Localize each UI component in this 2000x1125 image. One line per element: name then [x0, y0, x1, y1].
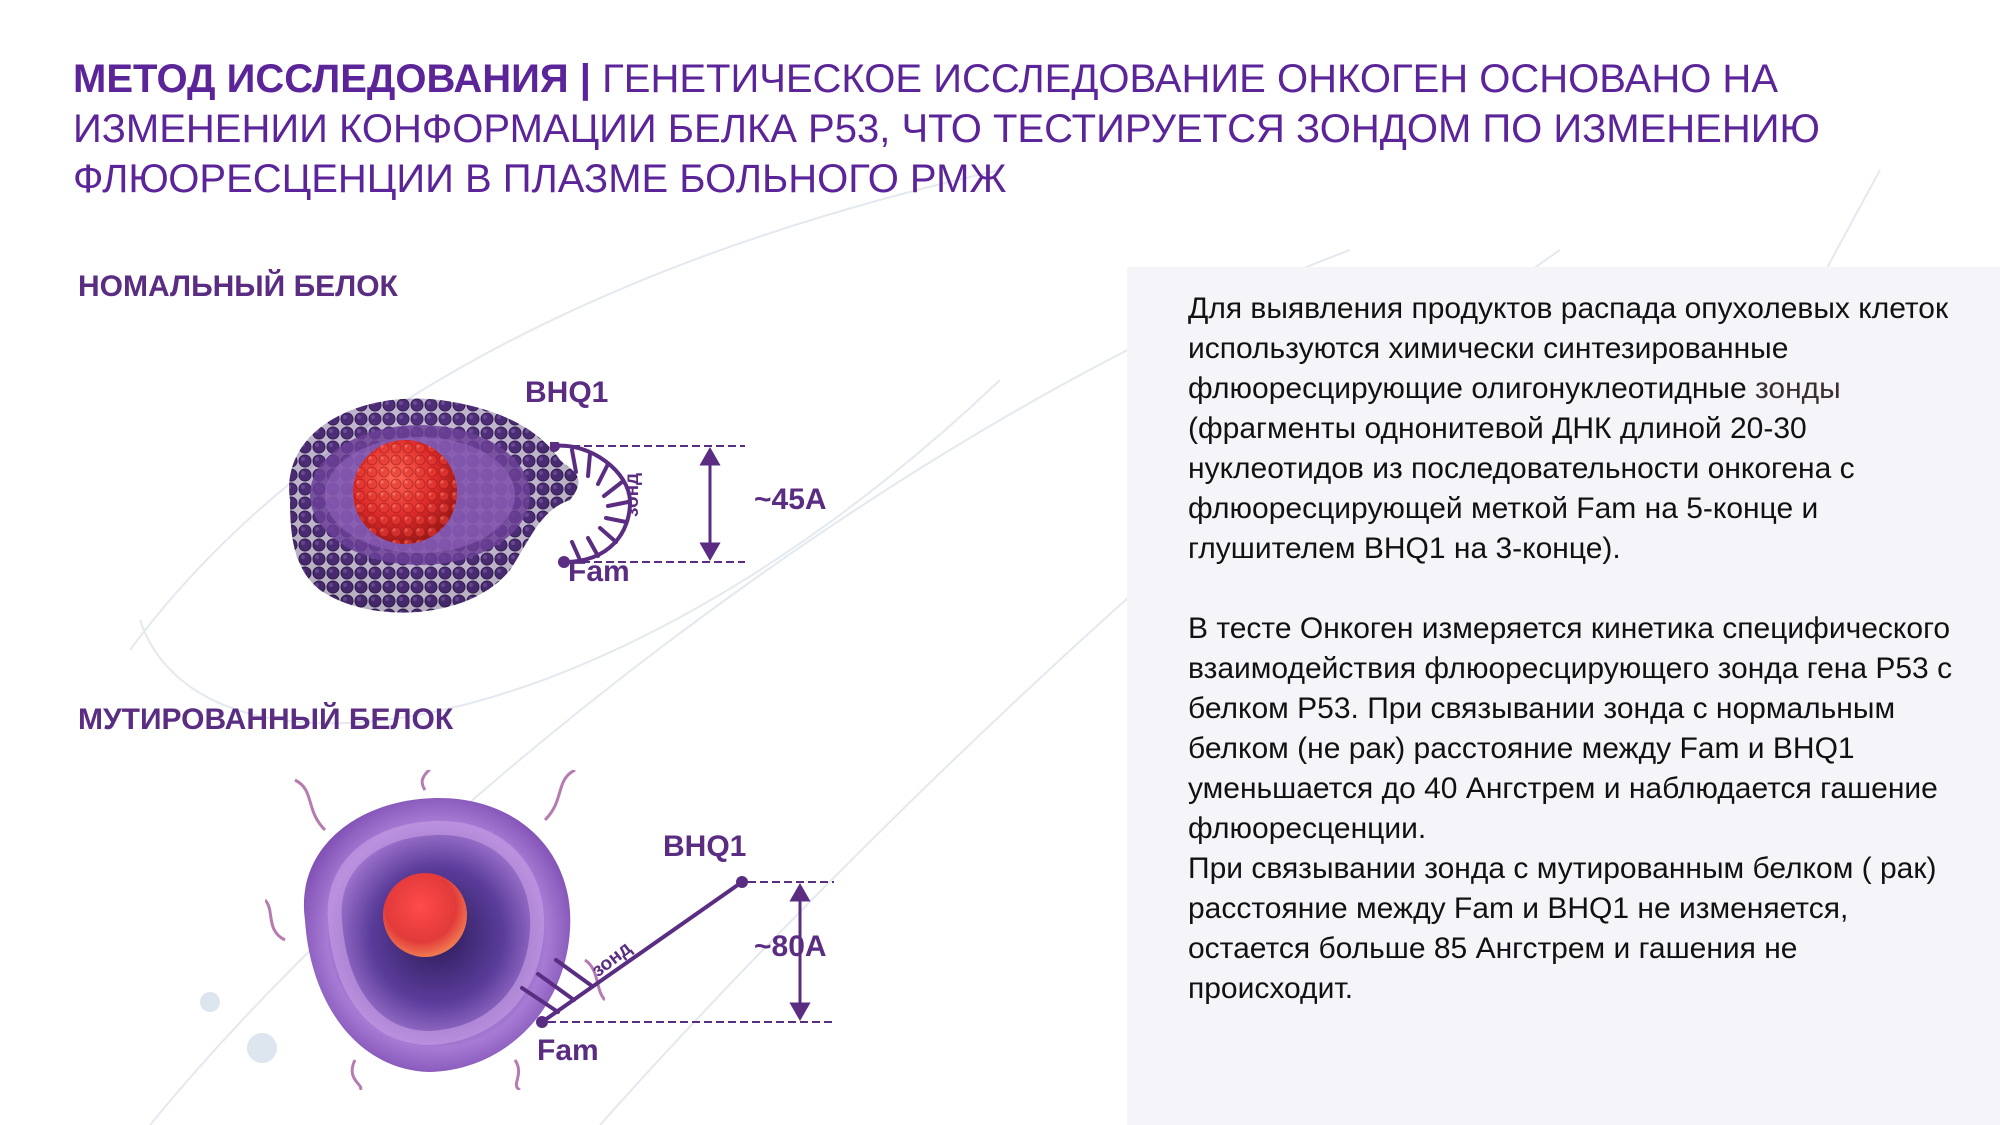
description-paragraph-2: В тесте Онкоген измеряется кинетика спец…: [1188, 612, 1953, 845]
page-title: МЕТОД ИССЛЕДОВАНИЯ | ГЕНЕТИЧЕСКОЕ ИССЛЕД…: [73, 54, 1953, 204]
mutant-probe-linear: [520, 876, 834, 1028]
normal-fluorophore-label: Fam: [568, 555, 630, 588]
decorative-dots: [200, 992, 277, 1063]
normal-protein-cell-illustration: [289, 398, 579, 613]
paragraph-1-text: Для выявления продуктов распада опухолев…: [1188, 292, 1949, 405]
description-text: Для выявления продуктов распада опухолев…: [1188, 289, 1968, 1009]
page-title-bold: МЕТОД ИССЛЕДОВАНИЯ |: [73, 57, 591, 101]
probes-term: зонды: [1754, 372, 1841, 405]
normal-protein-diagram: BHQ1 зонд ~45A Fam: [270, 370, 870, 630]
mutant-distance-label: ~80A: [754, 930, 827, 963]
mutant-fluorophore-label: Fam: [537, 1034, 599, 1067]
mutant-protein-label: МУТИРОВАННЫЙ БЕЛОК: [78, 703, 454, 736]
paragraph-spacer: [1188, 569, 1968, 609]
description-paragraph-1: Для выявления продуктов распада опухолев…: [1188, 289, 1968, 569]
normal-probe-label: зонд: [622, 472, 643, 517]
normal-distance-label: ~45A: [754, 483, 827, 516]
page-title-regular: ГЕНЕТИЧЕСКОЕ ИССЛЕДОВАНИЕ ОНКОГЕН ОСНОВА…: [73, 57, 1820, 201]
paragraph-1-text-continued: (фрагменты однонитевой ДНК длиной 20-30 …: [1188, 412, 1855, 565]
normal-probe-hairpin: [550, 442, 745, 568]
description-paragraph-3: При связывании зонда с мутированным белк…: [1188, 852, 1937, 1005]
normal-quencher-label: BHQ1: [525, 376, 609, 409]
description-panel: Для выявления продуктов распада опухолев…: [1127, 267, 2000, 1125]
mutant-protein-diagram: BHQ1 зонд ~80A Fam: [200, 770, 880, 1090]
mutant-quencher-label: BHQ1: [663, 830, 747, 863]
normal-protein-label: НОМАЛЬНЫЙ БЕЛОК: [78, 270, 398, 303]
mutant-protein-cell-illustration: [265, 770, 605, 1090]
